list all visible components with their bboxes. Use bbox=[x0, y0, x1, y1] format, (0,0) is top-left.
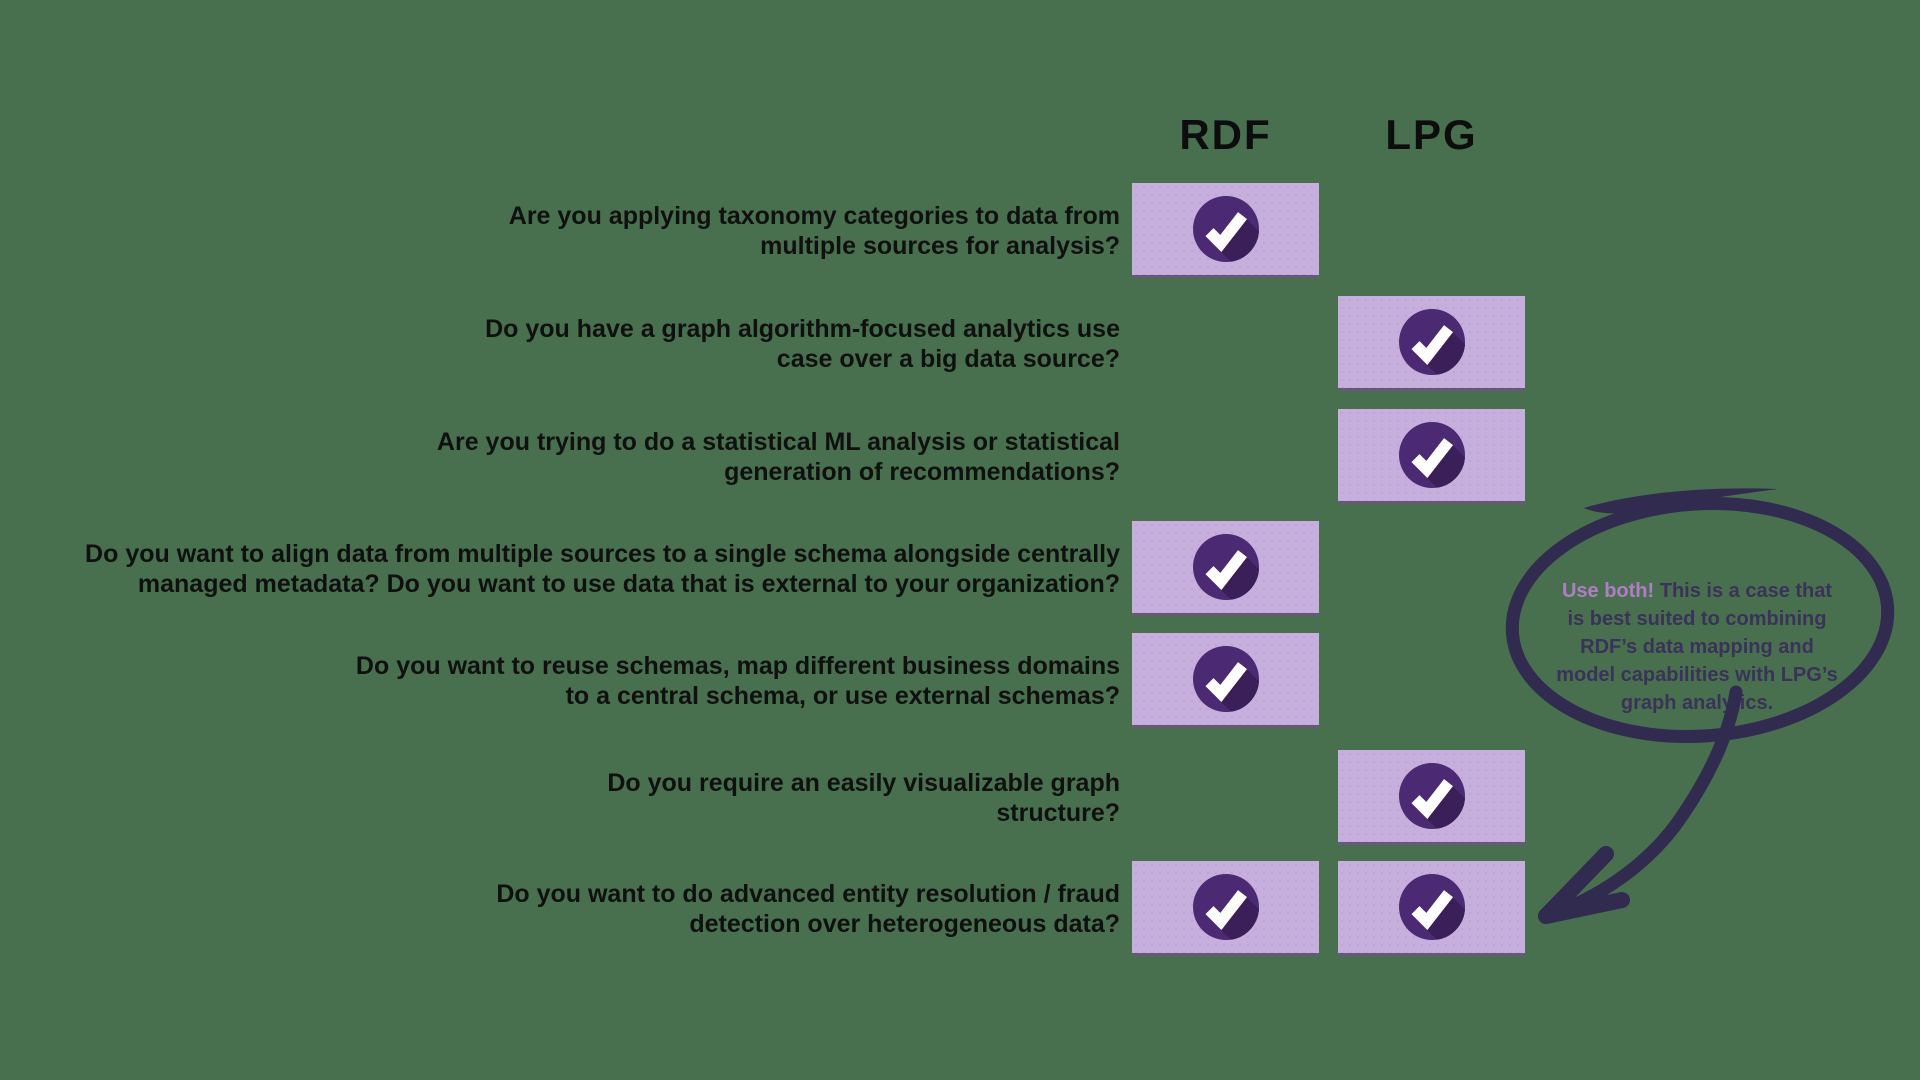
check-icon bbox=[1398, 874, 1465, 940]
callout-body: This is a case that is best suited to co… bbox=[1556, 580, 1838, 714]
rdf-check-cell bbox=[1132, 521, 1319, 616]
check-icon bbox=[1398, 763, 1465, 829]
hand-drawn-circle bbox=[1505, 497, 1895, 743]
rdf-check-cell bbox=[1132, 633, 1319, 728]
question-text: Are you trying to do a statistical ML an… bbox=[436, 427, 1120, 486]
callout-text: Use both! This is a case that is best su… bbox=[1553, 549, 1841, 717]
arrowhead-barb-lower bbox=[1538, 892, 1630, 924]
question-text: Are you applying taxonomy categories to … bbox=[508, 201, 1120, 260]
column-header-lpg: LPG bbox=[1385, 111, 1478, 158]
check-icon bbox=[1398, 422, 1465, 488]
lpg-check-cell bbox=[1338, 750, 1525, 845]
circled-arrow-annotation bbox=[1505, 488, 1895, 924]
lpg-check-cell bbox=[1338, 861, 1525, 956]
check-icon bbox=[1192, 534, 1259, 600]
question-text: Do you have a graph algorithm-focused an… bbox=[485, 314, 1120, 373]
question-text: Do you want to do advanced entity resolu… bbox=[496, 879, 1120, 938]
question-text: Do you require an easily visualizable gr… bbox=[607, 768, 1120, 827]
question-text: Do you want to align data from multiple … bbox=[85, 539, 1120, 598]
rdf-check-cell bbox=[1132, 861, 1319, 956]
annotation-hook bbox=[1584, 488, 1778, 514]
callout-highlight: Use both! bbox=[1561, 580, 1655, 602]
check-icon bbox=[1192, 646, 1259, 712]
rdf-check-cell bbox=[1132, 183, 1319, 278]
check-icon bbox=[1398, 309, 1465, 375]
check-icon bbox=[1192, 874, 1259, 940]
arrow-stem bbox=[1565, 685, 1743, 913]
arrowhead-barb-upper bbox=[1538, 846, 1614, 924]
column-header-rdf: RDF bbox=[1179, 111, 1272, 158]
check-icon bbox=[1192, 196, 1259, 262]
lpg-check-cell bbox=[1338, 296, 1525, 391]
question-text: Do you want to reuse schemas, map differ… bbox=[355, 651, 1120, 710]
lpg-check-cell bbox=[1338, 409, 1525, 504]
